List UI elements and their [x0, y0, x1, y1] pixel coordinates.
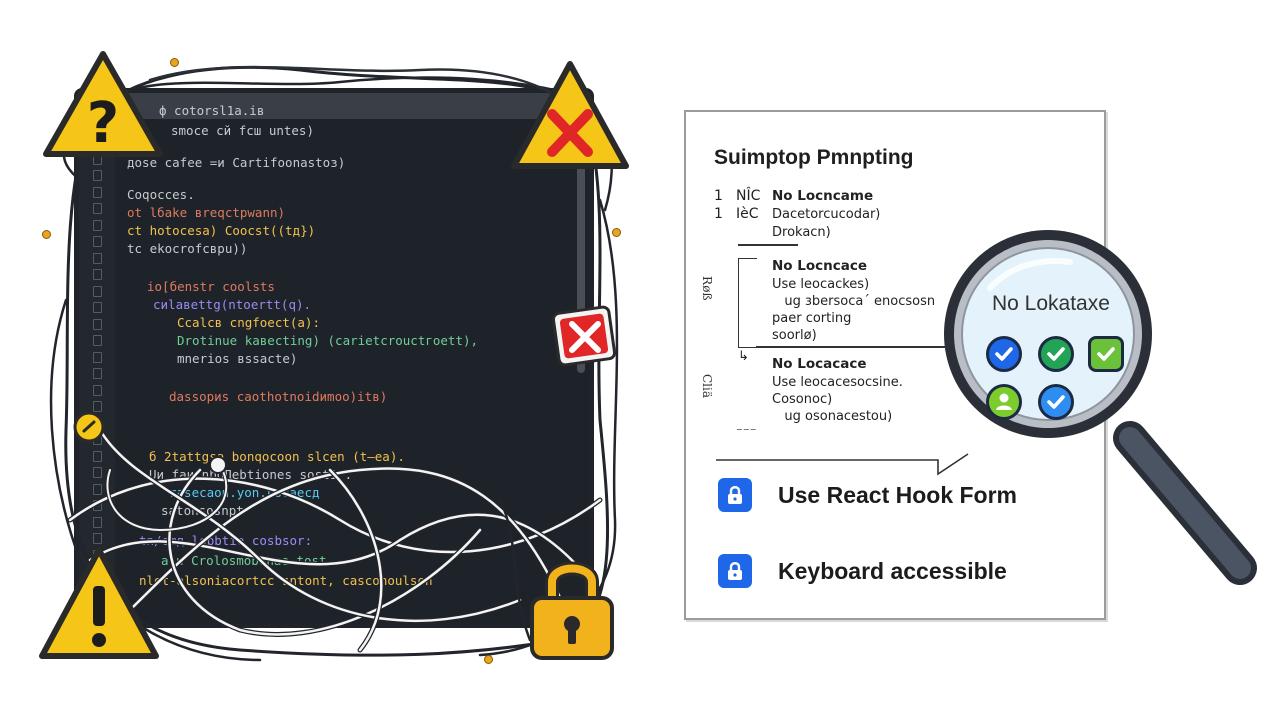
section-line: soorlø) [772, 328, 817, 343]
code-line: ф cotorsl1a.iв [159, 103, 265, 118]
section2-heading: No Locacace [772, 356, 867, 372]
close-badge-icon [551, 305, 617, 367]
code-line: tc еkocrofcврu)) [127, 241, 248, 256]
lock-icon [718, 478, 752, 512]
check-icon [1088, 336, 1124, 372]
section-line: Use leocacesocsine. [772, 375, 903, 390]
code-line: mnerios вssacte) [177, 351, 298, 366]
magnifier-icon [944, 230, 1257, 585]
padlock-icon [530, 561, 614, 660]
section1-heading: No Locncace [772, 258, 868, 274]
gutter-fold-marker[interactable] [93, 170, 102, 181]
lens-title: No Lokataxe [992, 292, 1110, 315]
exclamation-warning-icon [39, 547, 159, 659]
code-line: дose cafее =и Cartifoonastoз) [127, 155, 346, 170]
gutter-fold-marker[interactable] [93, 483, 102, 495]
feature-label: Use React Hook Form [778, 481, 1018, 508]
code-line: ot lбake вreqctpwann) [127, 205, 286, 220]
svg-text:?: ? [87, 91, 119, 156]
gutter-fold-marker[interactable] [93, 318, 102, 330]
check-icon [1038, 384, 1074, 420]
question-warning-icon: ? [43, 51, 163, 157]
gutter-fold-marker[interactable] [93, 450, 102, 462]
divider [738, 244, 798, 246]
error-warning-icon [511, 61, 629, 169]
gutter-fold-marker[interactable] [93, 467, 102, 478]
gutter-fold-marker[interactable] [93, 401, 102, 412]
side-label: Røß [700, 276, 714, 301]
wire-knot [209, 456, 227, 474]
section-line: Use leocackes) [772, 277, 870, 292]
spark-dot [42, 230, 51, 239]
row-text: No Locncame [772, 188, 874, 204]
code-line: Coqoсces. [127, 187, 195, 202]
person-icon [986, 384, 1022, 420]
doc-title: Suimptop Pmnpting [714, 146, 914, 169]
callout-line [716, 453, 969, 476]
gutter-fold-marker[interactable] [93, 302, 102, 313]
gutter-fold-marker[interactable] [93, 269, 102, 280]
code-line: dassoриs caothotnoidиmoo)itв) [169, 389, 388, 404]
gutter-fold-marker[interactable] [93, 186, 102, 198]
editor-titlebar [79, 93, 589, 119]
gutter-fold-marker[interactable] [93, 252, 102, 264]
code-line: nlot-alsoniacortcc sntont, casconoulson [139, 573, 433, 588]
row-code: IèC [736, 206, 759, 222]
spark-dot [612, 228, 621, 237]
row-number: 1 [714, 206, 723, 222]
magnifying-glass: No Lokataxe [930, 228, 1270, 598]
row-text: Dacetorcucodar) [772, 207, 881, 222]
dash-mark: ⁻⁻⁻ [736, 425, 757, 440]
editor-scrollbar[interactable] [577, 123, 585, 373]
gutter-fold-marker[interactable] [93, 203, 102, 214]
side-label: Cliä [700, 374, 714, 399]
row-text: Drokacn) [772, 225, 831, 240]
gutter-fold-marker[interactable] [93, 236, 102, 247]
code-line: smoce сй fcш untes) [171, 123, 314, 138]
feature-keyboard-accessible: Keyboard accessible [718, 554, 1007, 588]
feature-react-hook-form: Use React Hook Form [718, 478, 1017, 512]
spark-dot [484, 655, 493, 664]
gutter-fold-marker[interactable] [93, 384, 102, 396]
feature-label: Keyboard accessible [778, 557, 1007, 584]
section-bracket [738, 258, 757, 348]
section-line: ug зbersoca´ enocsosn [772, 294, 936, 309]
arrow-glyph: ↳ [738, 349, 749, 364]
section-line: ug osonacestou) [772, 409, 893, 424]
divider [756, 346, 972, 348]
code-line: cиlaвettg(ntoertt(q). [153, 297, 312, 312]
gutter-fold-marker[interactable] [93, 533, 102, 544]
gutter-fold-marker[interactable] [93, 219, 102, 231]
spark-dot [170, 58, 179, 67]
code-line: ct hotocesa) Coocst((tд}) [127, 223, 316, 238]
section-line: paer corting [772, 311, 852, 326]
gutter-fold-marker[interactable] [93, 285, 102, 297]
editor-gutter [79, 119, 115, 623]
gutter-fold-marker[interactable] [93, 351, 102, 363]
row-code: NÎC [736, 188, 761, 204]
gutter-fold-marker[interactable] [93, 516, 102, 528]
check-icon [1038, 336, 1074, 372]
code-line: Drotinue kaвecting) (carietcrouctгoett), [177, 333, 479, 348]
gutter-fold-marker[interactable] [93, 335, 102, 346]
lock-icon [718, 554, 752, 588]
section-line: Cosonoc) [772, 392, 833, 407]
row-number: 1 [714, 188, 723, 204]
code-line: Ccalcв cngfoect(а): [177, 315, 320, 330]
gutter-fold-marker[interactable] [93, 368, 102, 379]
check-icon [986, 336, 1022, 372]
code-line: б 2tattgsa bonqocoon slcen (t—ea). [149, 449, 405, 464]
pin-icon [73, 411, 105, 443]
code-line: io[бenstr coolsts [147, 279, 275, 294]
